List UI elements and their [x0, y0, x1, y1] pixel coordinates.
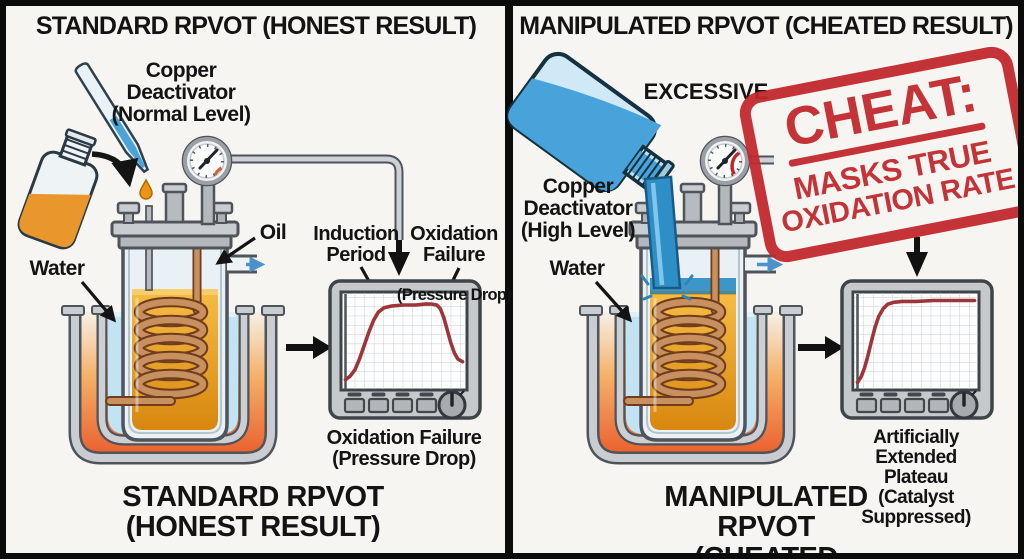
right-chart-caption: Artificially Extended Plateau (Catalyst … — [861, 427, 971, 528]
panel-divider — [505, 0, 513, 559]
pressure-gauge-icon-right — [699, 135, 774, 226]
water-label-arrow-right — [594, 280, 633, 323]
pressure-gauge-icon — [181, 135, 404, 240]
recorder-slots — [347, 392, 434, 397]
label-oxidation-failure-callout: Oxidation Failure (Pressure Drop) — [396, 203, 512, 325]
label-oil: Oil — [259, 221, 287, 244]
recorder-slots-right — [859, 392, 946, 397]
recorder-knob — [437, 390, 467, 420]
curved-arrow-icon — [91, 151, 139, 188]
left-footer-title: STANDARD RPVOT (HONEST RESULT) — [122, 481, 384, 544]
to-chart-arrow-left — [286, 336, 332, 359]
pour-stream-icon — [640, 175, 694, 301]
oil-drop-icon — [139, 178, 153, 200]
amber-bottle-icon — [17, 128, 99, 250]
pressure-curve-right — [855, 298, 977, 385]
splash-drops — [640, 274, 694, 301]
oil-label-arrow — [215, 236, 256, 265]
stamp-down-arrow-icon — [906, 237, 928, 277]
right-apparatus — [507, 51, 994, 465]
label-water-left: Water — [29, 257, 85, 280]
vessel-lid — [110, 182, 240, 250]
rpvot-vessel-icon-right — [623, 245, 784, 442]
pressure-curve-left — [343, 302, 465, 382]
chart-recorder-icon-right — [840, 279, 994, 420]
chart-recorder-icon — [328, 279, 482, 420]
dropper-icon — [74, 62, 150, 174]
label-copper-deactivator-left: Copper Deactivator (Normal Level) — [111, 59, 251, 127]
tube-down-arrow-icon — [388, 240, 410, 276]
copper-coil-icon — [105, 245, 209, 406]
to-chart-arrow-right — [798, 336, 844, 359]
outlet-flow-icon-right — [745, 254, 784, 274]
outlet-flow-icon — [227, 254, 266, 274]
oxidation-failure-sub: (Pressure Drop) — [396, 286, 512, 304]
left-chart-caption: Oxidation Failure (Pressure Drop) — [326, 427, 482, 470]
recorder-buttons — [343, 397, 438, 414]
label-water-right: Water — [549, 257, 605, 280]
recorder-buttons-right — [855, 397, 950, 414]
label-excessive: EXCESSIVE — [643, 79, 769, 104]
label-copper-deactivator-right: Copper Deactivator (High Level) — [520, 175, 636, 243]
recorder-knob-right — [949, 390, 979, 420]
right-panel-title: MANIPULATED RPVOT (CHEATED RESULT) — [519, 12, 1013, 40]
copper-coil-icon-right — [623, 245, 727, 406]
right-footer-title: MANIPULATED RPVOT (CHEATED RESULT) — [664, 481, 868, 559]
oxidation-failure-main: Oxidation Failure — [410, 223, 498, 266]
left-apparatus — [17, 62, 482, 465]
label-induction-period: Induction Period — [313, 223, 399, 266]
water-label-arrow-left — [80, 280, 117, 323]
rpvot-vessel-icon — [105, 205, 266, 442]
left-panel-title: STANDARD RPVOT (HONEST RESULT) — [35, 12, 477, 40]
